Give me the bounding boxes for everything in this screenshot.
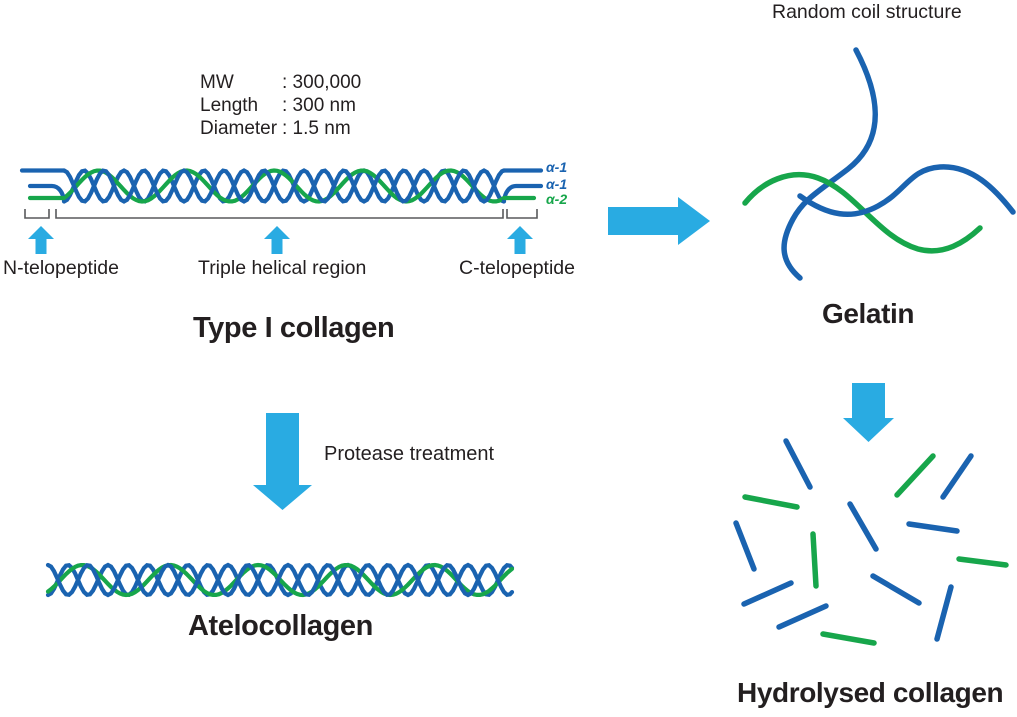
n-telopeptide-label: N-telopeptide [3, 257, 119, 279]
atelo-strand-green [45, 562, 515, 598]
fragment-blue [870, 573, 922, 606]
collagen-to-gelatin-arrow-icon [608, 197, 710, 245]
fragment-green [810, 531, 819, 589]
spec-value: : 300,000 [282, 72, 362, 93]
strand-label-alpha2: α-2 [546, 191, 568, 207]
fragment-blue [741, 580, 794, 607]
c-telopeptide-label: C-telopeptide [459, 257, 575, 279]
spec-value: : 1.5 nm [282, 118, 351, 139]
spec-row-diameter: Diameter : 1.5 nm [200, 117, 361, 140]
gelatin-random-coils [742, 47, 1016, 281]
spec-label: Length [200, 95, 259, 116]
alpha1-strand-b [61, 168, 507, 204]
gelatin-title: Gelatin [822, 298, 915, 329]
atelocollagen-title: Atelocollagen [188, 610, 373, 642]
hydrolysed-fragments [733, 438, 1009, 646]
fragment-blue [906, 521, 960, 534]
fragment-green [820, 631, 877, 646]
fragment-blue [847, 501, 879, 552]
c-telopeptide-arrow-icon [507, 226, 533, 254]
hydrolysed-collagen-title: Hydrolysed collagen [737, 677, 1004, 708]
spec-row-mw: MW : 300,000 [200, 71, 361, 94]
fragment-blue [733, 520, 757, 572]
triple-helical-bracket [55, 209, 504, 219]
fragment-blue [934, 584, 954, 642]
fragment-green [956, 556, 1009, 568]
fragment-blue [776, 603, 829, 630]
strand-label-alpha1a: α-1 [546, 159, 568, 175]
spec-value: : 300 nm [282, 95, 356, 116]
gelatin-coil-blue-hook [781, 47, 879, 281]
atelocollagen-helix [45, 562, 515, 598]
atelo-strand-a [45, 562, 515, 598]
protease-treatment-label: Protease treatment [324, 443, 495, 465]
collagen-specs: MW : 300,000 Length : 300 nm Diameter : … [200, 71, 361, 140]
fragment-blue [940, 453, 974, 500]
strand-label-alpha1b: α-1 [546, 176, 568, 192]
spec-label: Diameter [200, 118, 278, 139]
fragment-blue [783, 438, 813, 490]
gelatin-coil-blue-s [797, 164, 1016, 218]
gelatin-to-hydrolysed-arrow-icon [843, 383, 894, 442]
region-brackets [24, 209, 538, 219]
random-coil-structure-label: Random coil structure [772, 1, 962, 23]
n-telopeptide-bracket [24, 209, 50, 219]
type1-collagen-helix [19, 168, 544, 204]
fragment-green [742, 494, 800, 510]
protease-treatment-arrow-icon [253, 413, 312, 510]
fragment-green [894, 453, 936, 498]
c-telopeptide-bracket [506, 209, 538, 219]
n-telopeptide-arrow-icon [28, 226, 54, 254]
triple-helical-arrow-icon [264, 226, 290, 254]
region-pointer-arrows [28, 226, 533, 254]
alpha1-strand-a [61, 168, 507, 204]
type1-collagen-title: Type I collagen [193, 312, 395, 344]
spec-label: MW [200, 72, 234, 93]
triple-helical-region-label: Triple helical region [198, 257, 367, 279]
spec-row-length: Length : 300 nm [200, 94, 361, 117]
